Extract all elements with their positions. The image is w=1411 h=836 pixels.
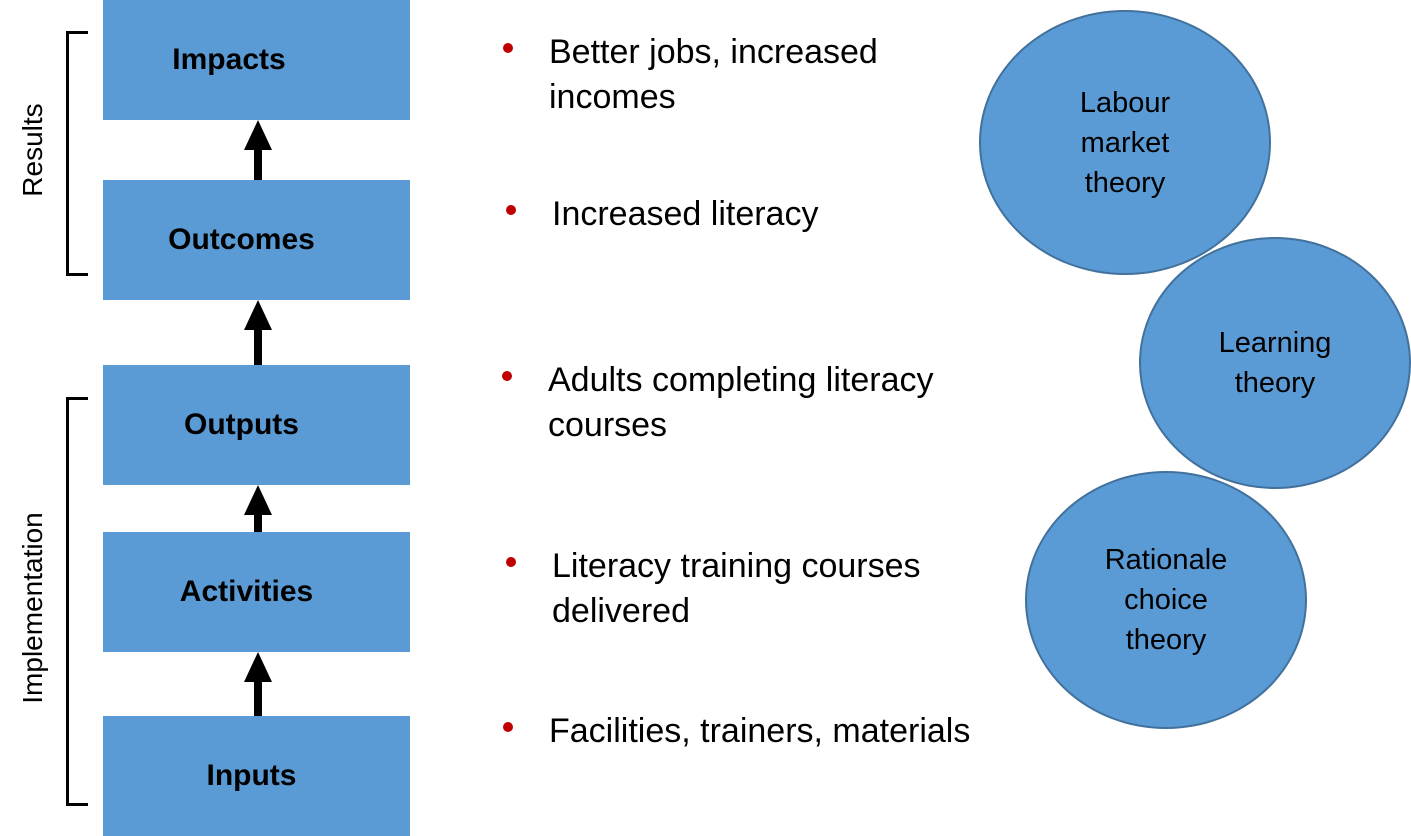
outputs-example-line2: courses bbox=[548, 406, 668, 444]
outputs-example: Adults completing literacy courses bbox=[548, 358, 934, 448]
activities-example: Literacy training courses delivered bbox=[552, 544, 921, 634]
bullet-icon bbox=[503, 43, 513, 53]
activities-example-line2: delivered bbox=[552, 592, 690, 630]
labour-line1: Labour bbox=[1079, 86, 1171, 119]
results-label: Results bbox=[17, 103, 48, 197]
rational-line2: choice bbox=[1124, 584, 1208, 616]
inputs-example-line1: Facilities, trainers, materials bbox=[549, 712, 971, 750]
bullet-icon bbox=[506, 205, 516, 215]
outcomes-example-line1: Increased literacy bbox=[552, 195, 819, 233]
inputs-example: Facilities, trainers, materials bbox=[549, 709, 970, 754]
outcomes-example: Increased literacy bbox=[552, 192, 818, 237]
arrow-up-icon bbox=[244, 300, 272, 365]
impacts-example-line1: Better jobs, increased bbox=[549, 33, 878, 71]
labour-market-theory-circle: Labour market theory bbox=[979, 10, 1271, 275]
arrow-up-icon bbox=[244, 652, 272, 716]
activities-box: Activities bbox=[103, 532, 410, 652]
rational-line1: Rationale bbox=[1104, 544, 1228, 576]
outputs-label: Outputs bbox=[184, 408, 299, 441]
labour-line2: market bbox=[1080, 126, 1170, 159]
implementation-bracket bbox=[66, 397, 88, 806]
impacts-example: Better jobs, increased incomes bbox=[549, 30, 878, 120]
learning-line1: Learning bbox=[1218, 327, 1332, 359]
impacts-example-line2: incomes bbox=[549, 78, 676, 116]
learning-line2: theory bbox=[1234, 367, 1316, 399]
outcomes-box: Outcomes bbox=[103, 180, 410, 300]
impacts-box: Impacts bbox=[103, 0, 410, 120]
arrow-up-icon bbox=[244, 485, 272, 532]
rational-line3: theory bbox=[1125, 624, 1207, 656]
labour-line3: theory bbox=[1084, 166, 1166, 199]
activities-label: Activities bbox=[179, 575, 314, 608]
bullet-icon bbox=[506, 557, 516, 567]
rationale-choice-theory-circle: Rationale choice theory bbox=[1025, 471, 1307, 729]
bullet-icon bbox=[502, 371, 512, 381]
arrow-up-icon bbox=[244, 120, 272, 180]
activities-example-line1: Literacy training courses bbox=[552, 547, 921, 585]
bullet-icon bbox=[503, 722, 513, 732]
implementation-label: Implementation bbox=[17, 512, 48, 704]
results-bracket bbox=[66, 31, 88, 276]
inputs-label: Inputs bbox=[206, 759, 297, 792]
inputs-box: Inputs bbox=[103, 716, 410, 836]
outputs-box: Outputs bbox=[103, 365, 410, 485]
outcomes-label: Outcomes bbox=[168, 223, 315, 256]
learning-theory-circle: Learning theory bbox=[1139, 237, 1411, 489]
outputs-example-line1: Adults completing literacy bbox=[548, 361, 934, 399]
impacts-label: Impacts bbox=[172, 43, 286, 76]
